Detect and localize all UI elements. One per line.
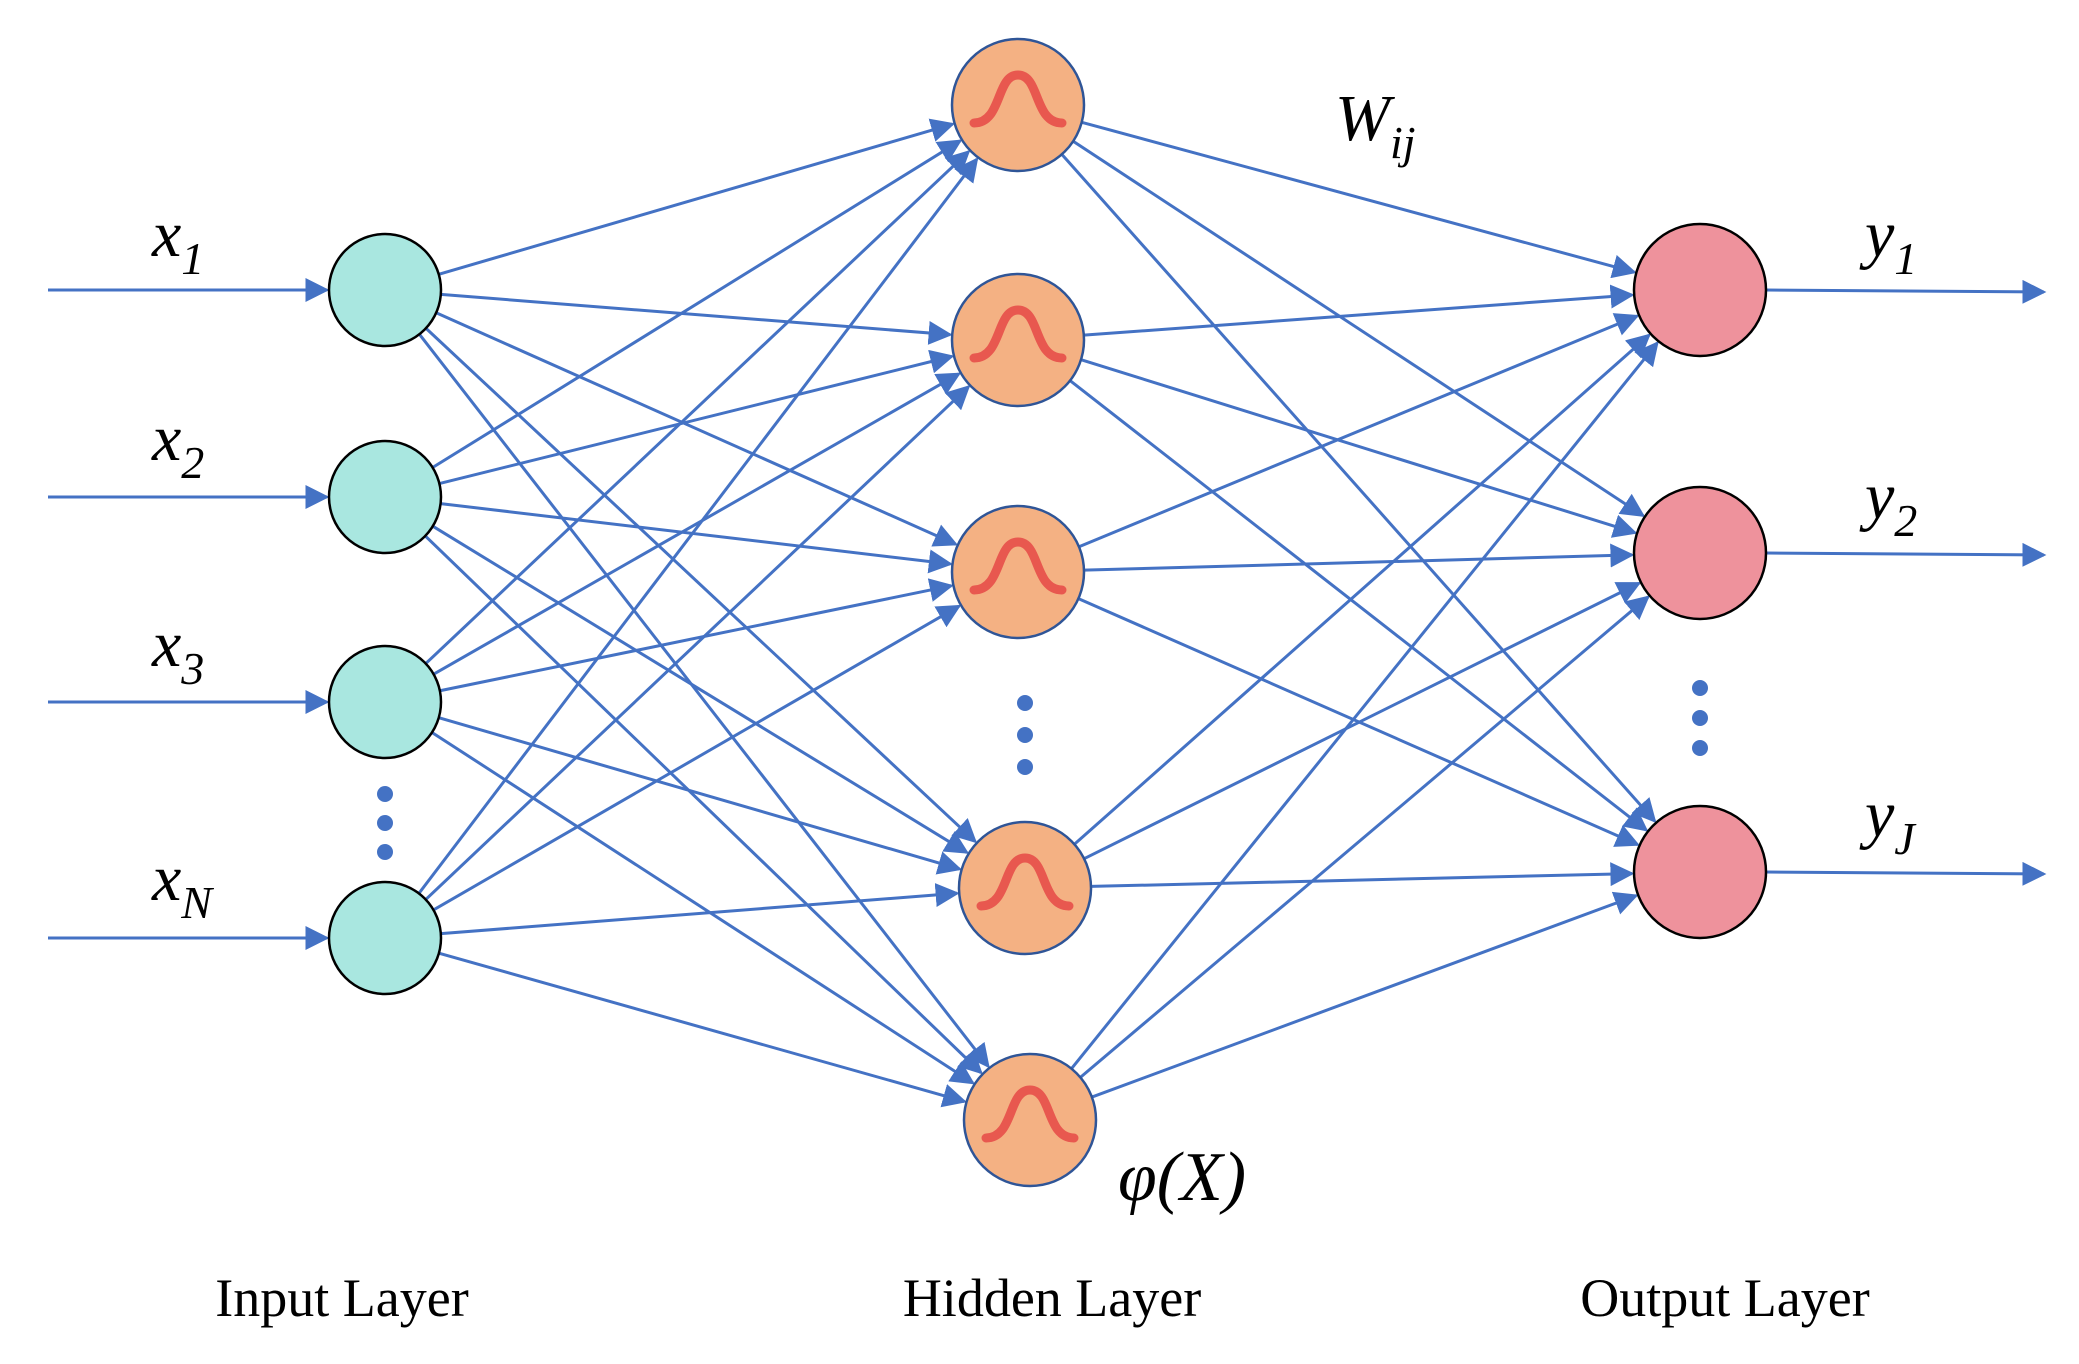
hidden-output-edge xyxy=(1078,313,1640,549)
input-node xyxy=(327,644,443,760)
output-label-y2: y2 xyxy=(1859,460,1917,546)
ellipsis-dot xyxy=(377,815,393,831)
input-hidden-edge xyxy=(431,139,963,469)
ellipsis-dot xyxy=(1692,680,1708,696)
output-node xyxy=(1632,222,1768,358)
hidden-output-edge xyxy=(1083,543,1635,572)
gaussian-curve-icon xyxy=(976,853,1074,911)
ellipsis-dot xyxy=(377,844,393,860)
input-label-x3: x3 xyxy=(151,608,204,694)
hidden-node xyxy=(957,820,1093,956)
hidden-output-edge xyxy=(1072,139,1646,517)
hidden-output-edge xyxy=(1069,379,1649,832)
output-arrow xyxy=(1765,861,2047,886)
ellipsis-dot xyxy=(1692,740,1708,756)
gaussian-curve-icon xyxy=(969,305,1067,363)
output-arrow xyxy=(1765,542,2047,567)
weight-label: Wij xyxy=(1335,82,1416,168)
hidden-output-edge xyxy=(1090,862,1635,888)
input-hidden-edge xyxy=(424,534,983,1075)
input-hidden-edge xyxy=(424,150,971,665)
input-hidden-edge xyxy=(439,578,954,693)
ellipsis-dot xyxy=(377,786,393,802)
connections xyxy=(48,118,2047,1108)
input-hidden-edge xyxy=(440,883,960,936)
input-hidden-edge xyxy=(438,118,956,276)
gaussian-curve-icon xyxy=(969,537,1067,595)
hidden-node xyxy=(950,504,1086,640)
output-node xyxy=(1632,485,1768,621)
hidden-output-edge xyxy=(1060,153,1657,823)
ellipsis-dot xyxy=(1017,759,1033,775)
hidden-output-edge xyxy=(1083,581,1642,861)
hidden-output-edge xyxy=(1079,595,1650,1079)
nodes xyxy=(327,37,1768,1188)
input-label-x2: x2 xyxy=(151,402,204,488)
input-hidden-edge xyxy=(417,157,979,895)
ellipsis-dot xyxy=(1017,727,1033,743)
input-hidden-edge xyxy=(440,292,953,345)
input-hidden-edge xyxy=(438,349,955,485)
input-hidden-edge xyxy=(432,524,970,854)
input-layer-title: Input Layer xyxy=(215,1268,468,1328)
input-hidden-edge xyxy=(438,951,967,1108)
input-label-x1: x1 xyxy=(151,198,204,284)
input-hidden-edge xyxy=(438,716,963,875)
hidden-output-edge xyxy=(1073,333,1651,846)
hidden-node xyxy=(950,272,1086,408)
gaussian-curve-icon xyxy=(981,1085,1079,1143)
input-node xyxy=(327,232,443,348)
ellipsis-dots xyxy=(377,680,1708,860)
hidden-output-edge xyxy=(1091,891,1639,1099)
activation-label: φ(X) xyxy=(1118,1139,1246,1216)
input-hidden-edge xyxy=(432,372,962,676)
input-label-xN: xN xyxy=(151,842,214,928)
gaussian-curve-icon xyxy=(969,70,1067,128)
input-node xyxy=(327,880,443,996)
input-hidden-edge xyxy=(418,333,990,1069)
hidden-output-edge xyxy=(1080,358,1638,538)
output-node xyxy=(1632,804,1768,940)
hidden-output-edge xyxy=(1070,341,1659,1070)
input-hidden-edge xyxy=(424,385,971,901)
input-hidden-edge xyxy=(440,502,953,574)
input-hidden-edge xyxy=(435,311,959,547)
ellipsis-dot xyxy=(1017,695,1033,711)
input-hidden-edge xyxy=(431,731,975,1085)
hidden-node xyxy=(950,37,1086,173)
input-hidden-edge xyxy=(432,604,962,912)
hidden-output-edge xyxy=(1081,120,1637,279)
output-label-y1: y1 xyxy=(1859,198,1917,284)
output-arrow xyxy=(1765,279,2047,304)
hidden-layer-title: Hidden Layer xyxy=(903,1268,1201,1328)
output-layer-title: Output Layer xyxy=(1580,1268,1869,1328)
hidden-output-edge xyxy=(1083,284,1635,337)
input-node xyxy=(327,439,443,555)
ellipsis-dot xyxy=(1692,710,1708,726)
output-label-yJ: yJ xyxy=(1859,778,1917,864)
hidden-node xyxy=(962,1052,1098,1188)
